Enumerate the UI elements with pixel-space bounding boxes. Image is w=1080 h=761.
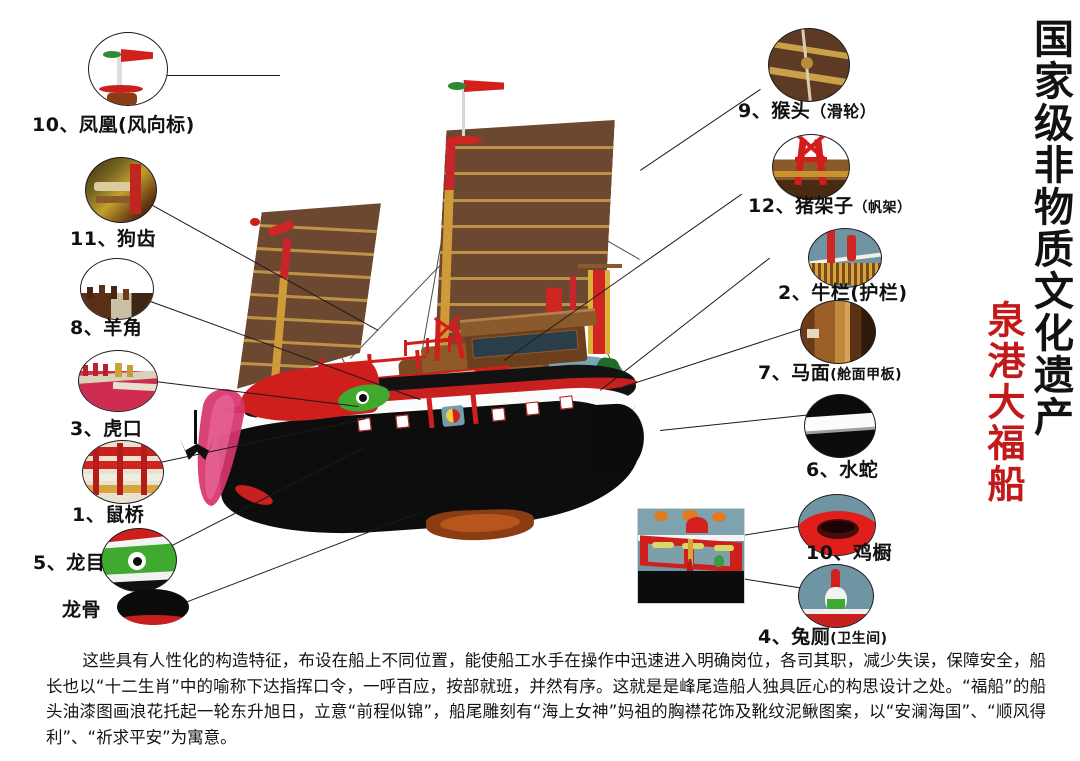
- callout-monkey-head[interactable]: [768, 28, 850, 102]
- label-tiger-mouth: 3、虎口: [70, 418, 143, 440]
- gun-port: [559, 395, 574, 410]
- leader-phoenix: [160, 75, 280, 76]
- label-horse-face-paren: (舱面甲板): [830, 367, 903, 383]
- callout-chicken-cabinet[interactable]: [798, 494, 876, 556]
- label-monkey-head-num: 9、猴头: [738, 100, 811, 122]
- stern-block: [586, 402, 646, 476]
- gun-port: [395, 414, 410, 429]
- callout-phoenix[interactable]: [88, 32, 168, 106]
- callout-water-snake[interactable]: [804, 394, 876, 458]
- ship-illustration: [180, 58, 740, 618]
- gun-port: [491, 407, 506, 422]
- label-rabbit-toilet-num: 4、兔厕: [758, 626, 831, 648]
- fore-pennant: [250, 218, 260, 226]
- label-pig-frame-num: 12、猪架子: [748, 195, 854, 217]
- callout-rabbit-toilet[interactable]: [798, 564, 874, 628]
- label-pig-frame: 12、猪架子（帆架）: [748, 191, 911, 218]
- callout-horse-face[interactable]: [800, 300, 876, 364]
- ox-fence-post: [448, 336, 451, 352]
- callout-keel[interactable]: [117, 589, 189, 625]
- mizzen-sail: [588, 270, 610, 354]
- paragraph-text: 这些具有人性化的构造特征，布设在船上不同位置，能使船工水手在操作中迅速进入明确岗…: [46, 651, 1046, 747]
- label-horse-face-num: 7、马面: [758, 362, 831, 384]
- callout-ox-fence[interactable]: [808, 228, 882, 288]
- phoenix-wind-vane-icon: [464, 80, 504, 92]
- label-rabbit-toilet: 4、兔厕(卫生间): [758, 622, 888, 649]
- gun-port: [525, 401, 540, 416]
- fore-rail-post: [415, 349, 421, 371]
- ox-fence-post: [404, 340, 407, 356]
- label-water-snake: 6、水蛇: [806, 459, 879, 481]
- mizzen-yard: [578, 264, 622, 268]
- ox-fence-post: [426, 338, 429, 354]
- label-ram-horn: 8、羊角: [70, 317, 143, 339]
- label-chicken-cabinet: 10、鸡橱: [806, 542, 892, 564]
- poster-title-heritage: 国家级非物质文化遗产: [1027, 18, 1073, 438]
- mast-truck: [446, 136, 482, 144]
- callout-tiger-mouth[interactable]: [78, 350, 158, 412]
- callout-dog-teeth[interactable]: [85, 157, 157, 223]
- dragon-eye-pupil: [359, 394, 367, 402]
- callout-rat-bridge[interactable]: [82, 440, 164, 504]
- poster-title-ship: 泉港大福船: [981, 300, 1025, 505]
- callout-dragon-eye[interactable]: [101, 528, 177, 592]
- label-rat-bridge: 1、鼠桥: [72, 504, 145, 526]
- label-keel: 龙骨: [62, 599, 102, 621]
- description-paragraph: 这些具有人性化的构造特征，布设在船上不同位置，能使船工水手在操作中迅速进入明确岗…: [46, 648, 1046, 750]
- callout-pig-frame[interactable]: [772, 134, 850, 200]
- label-dragon-eye: 5、龙目: [33, 552, 106, 574]
- label-dog-teeth: 11、狗齿: [70, 228, 156, 250]
- phoenix-bird-icon: [448, 82, 466, 90]
- label-ox-fence: 2、牛栏(护栏): [778, 282, 908, 304]
- label-rabbit-toilet-paren: (卫生间): [830, 631, 888, 647]
- label-pig-frame-paren: （帆架）: [853, 200, 912, 216]
- label-phoenix: 10、凤凰(风向标): [32, 114, 195, 136]
- anchor-stock: [194, 410, 197, 444]
- stern-detail-photo[interactable]: [637, 508, 745, 604]
- label-horse-face: 7、马面(舱面甲板): [758, 358, 902, 385]
- label-monkey-head-paren: （滑轮）: [810, 102, 877, 121]
- wind-vane-pole: [462, 80, 465, 142]
- callout-ram-horn[interactable]: [80, 258, 154, 320]
- label-monkey-head: 9、猴头（滑轮）: [738, 96, 876, 123]
